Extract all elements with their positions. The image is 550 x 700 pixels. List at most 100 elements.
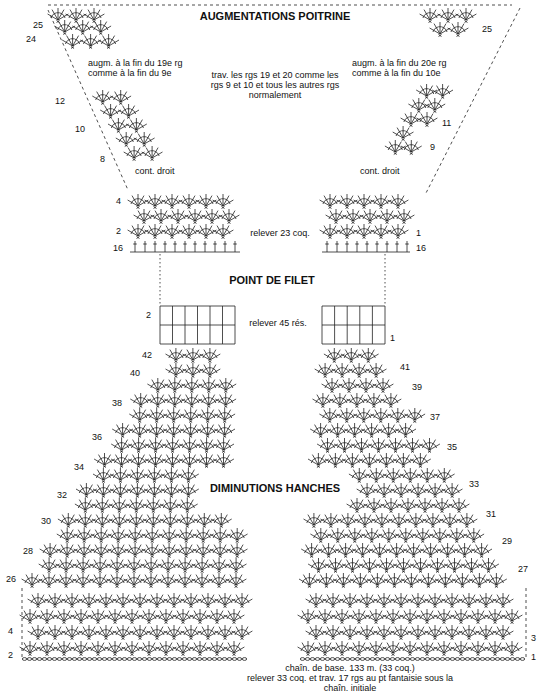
shell-stitch [342,558,363,573]
shell-stitch [57,528,78,543]
shell-stitch [318,543,339,558]
chain-stitch [137,658,141,661]
shell-stitch [410,558,431,573]
shell-stitch [210,528,231,543]
shell-stitch [354,194,375,209]
shell-stitch [181,625,202,640]
shell-stitch [442,593,463,608]
shell-stitch [325,453,346,468]
row-number-holder: 24 [26,34,36,44]
shell-stitch [361,528,382,543]
shell-stitch [349,468,370,483]
stitch-symbols [20,8,525,660]
shell-stitch [179,438,200,453]
shell-stitch [401,573,422,588]
chain-stitch [72,658,76,661]
shell-stitch [449,498,470,513]
shell-stitch [194,513,215,528]
shell-stitch [180,408,201,423]
shell-stitch [448,22,469,37]
shell-stitch [45,625,66,640]
chain-stitch [182,658,186,661]
shell-stitch [179,453,200,468]
shell-stitch [192,558,213,573]
shell-stitch [417,112,438,127]
shell-stitch [391,625,412,640]
shell-stitch [192,573,213,588]
shell-stitch [110,468,131,483]
chain-stitch [22,658,26,661]
shell-stitch [215,625,236,640]
shell-stitch [54,609,75,624]
shell-stitch [340,625,361,640]
shell-stitch [493,625,514,640]
shell-stitch [366,641,387,656]
row-number: 3 [531,633,536,643]
chain-stitch [227,658,231,661]
shell-stitch [125,528,146,543]
shell-stitch [404,408,425,423]
shell-stitch [143,513,164,528]
shell-stitch [162,453,183,468]
shell-stitch [56,558,77,573]
shell-stitch [100,104,121,119]
row-number-holder: 1 [531,652,536,662]
shell-stitch [468,641,489,656]
outline-dotted [385,254,386,304]
shell-stitch [215,393,236,408]
row-number: 29 [502,536,512,546]
shell-stitch [73,558,94,573]
note-text-holder: relever 23 coq. [250,228,310,238]
shell-stitch [130,393,151,408]
shell-stitch [434,641,455,656]
shell-stitch [454,543,475,558]
shell-stitch [370,408,391,423]
shell-stitch [383,468,404,483]
shell-stitch [142,146,163,161]
chain-stitch [122,658,126,661]
shell-stitch [383,641,404,656]
chain-stitch [470,658,474,661]
row-number: 1 [390,333,395,343]
shell-stitch [92,513,113,528]
chain-stitch [485,658,489,661]
shell-stitch [478,558,499,573]
shell-stitch [166,348,187,363]
shell-stitch [22,573,43,588]
shell-stitch [159,528,180,543]
chain-stitch [505,658,509,661]
shell-stitch [126,498,147,513]
shell-stitch [410,453,431,468]
shell-stitch [91,528,112,543]
shell-stitch [96,593,117,608]
chain-stitch [62,658,66,661]
filet-mesh [160,306,235,344]
shell-stitch [366,363,387,378]
shell-stitch [200,363,221,378]
shell-stitch [306,593,327,608]
chain-stitch [395,658,399,661]
shell-stitch [39,573,60,588]
chain-stitch [320,658,324,661]
row-number: 33 [469,479,479,489]
shell-stitch [176,528,197,543]
chain-stitch [242,658,246,661]
row-number-holder: 36 [92,432,102,442]
shell-stitch [190,609,211,624]
shell-stitch [337,224,358,239]
row-number: 25 [33,20,43,30]
shell-stitch [371,224,392,239]
note-text-holder: augm. à la fin du 19e rg comme à la fin … [88,58,200,78]
shell-stitch [144,468,165,483]
shell-stitch [147,593,168,608]
chain-stitch [495,658,499,661]
row-number: 16 [113,243,123,253]
shell-stitch [350,573,371,588]
shell-stitch [349,641,370,656]
shell-stitch [459,625,480,640]
shell-stitch [92,90,113,105]
shell-stitch [334,438,355,453]
outline-dashed [425,8,520,195]
chain-stitch [187,658,191,661]
shell-stitch [224,641,245,656]
